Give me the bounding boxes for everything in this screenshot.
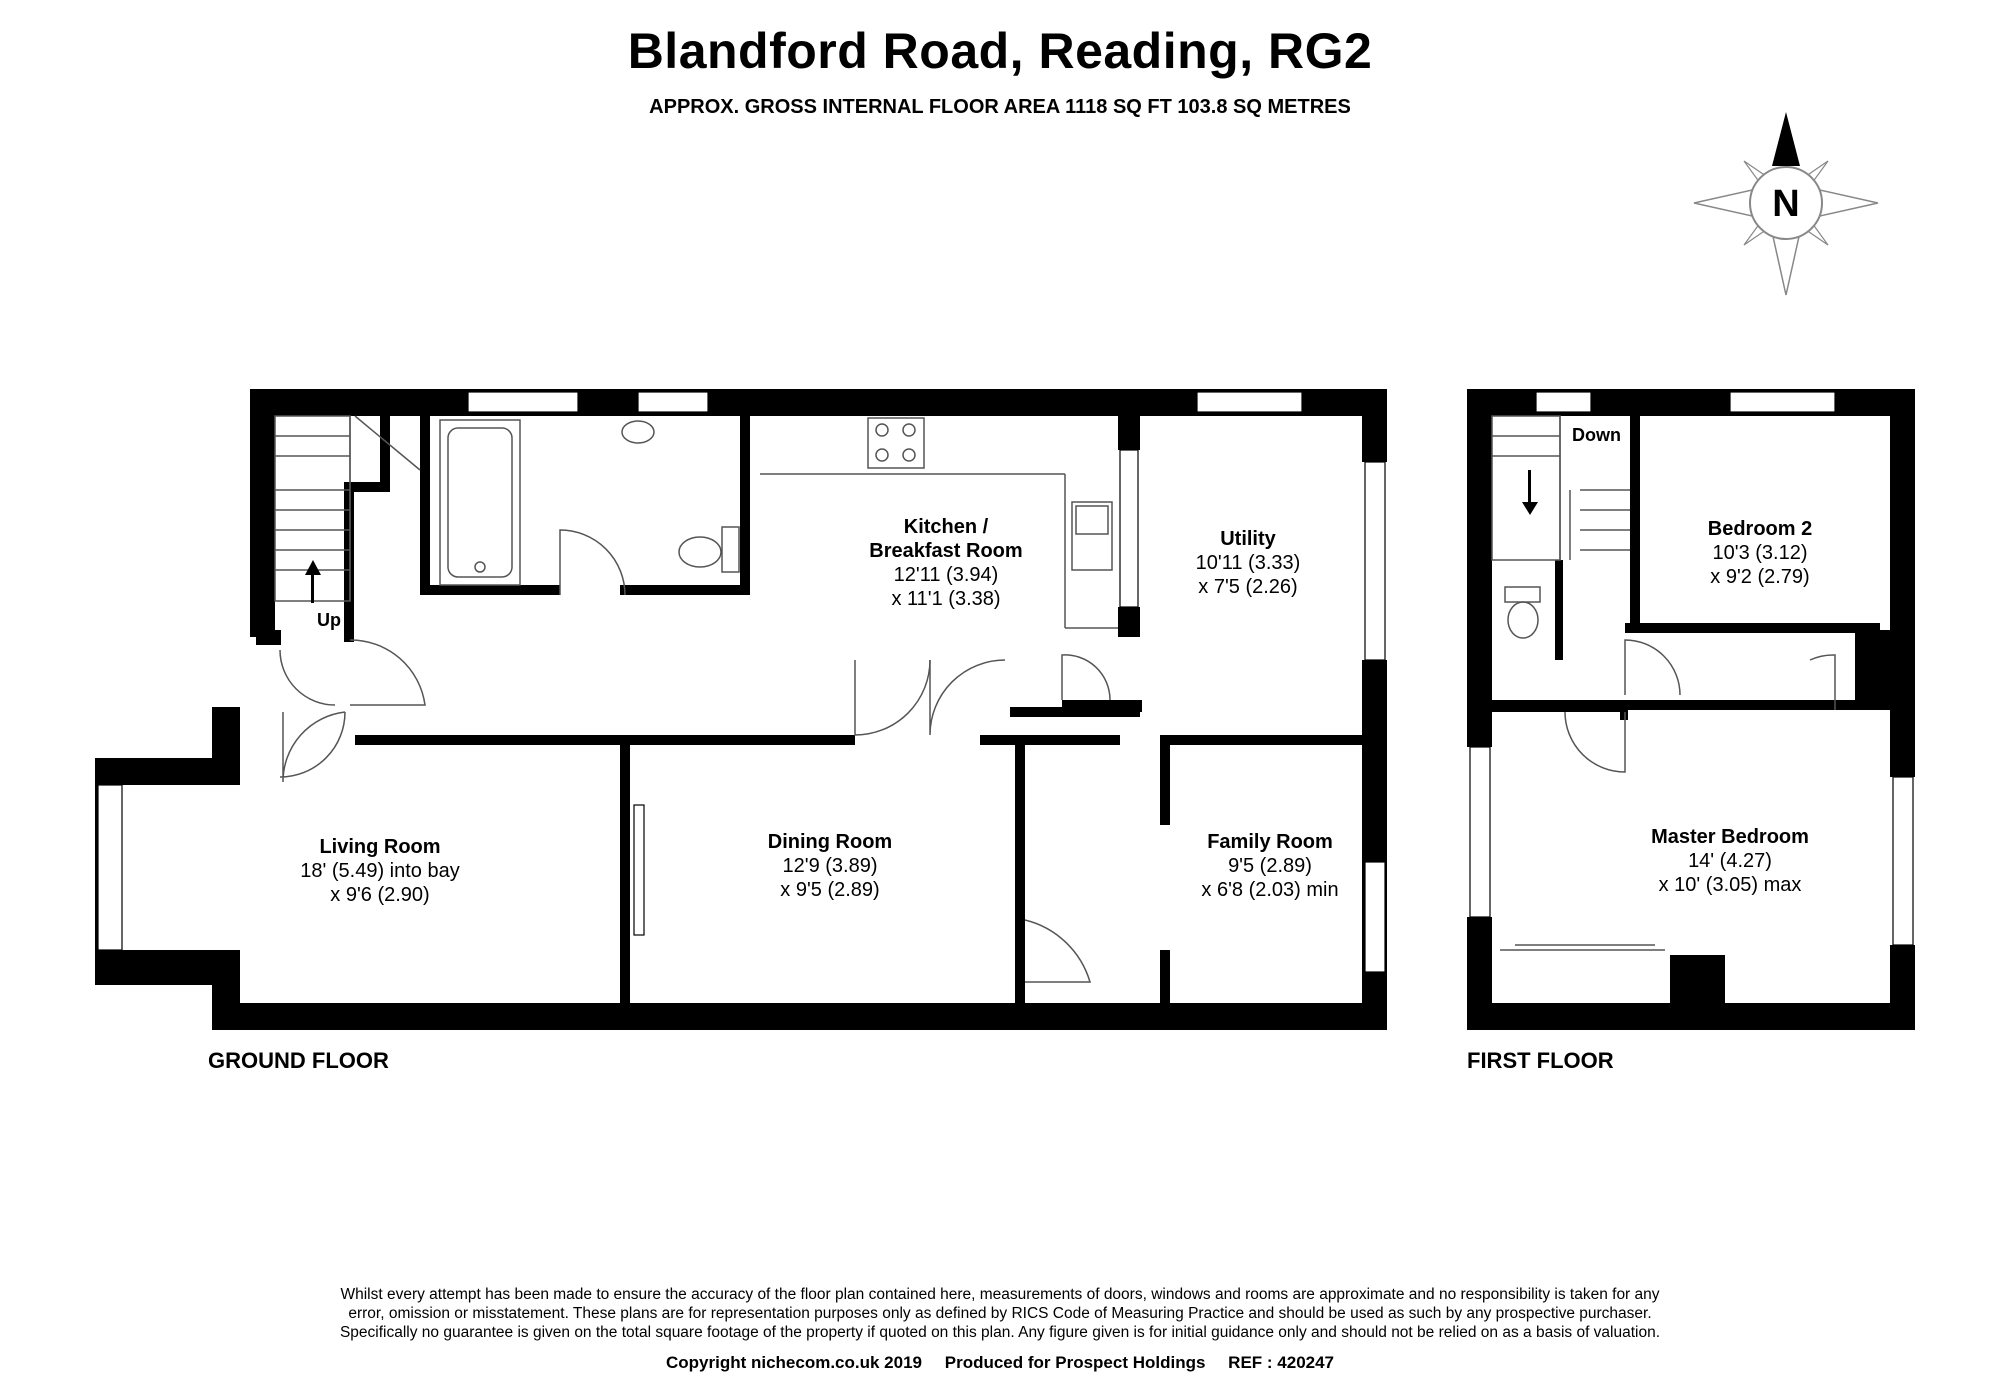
room-bedroom2-dim-1: 10'3 (3.12) [1712, 542, 1808, 564]
room-kitchen: Kitchen / Breakfast Room 12'11 (3.94) x … [846, 515, 1046, 611]
room-kitchen-name-1: Kitchen / [903, 516, 989, 538]
room-living: Living Room 18' (5.49) into bay x 9'6 (2… [260, 835, 500, 907]
room-utility: Utility 10'11 (3.33) x 7'5 (2.26) [1168, 527, 1328, 599]
disclaimer-line-3: Specifically no guarantee is given on th… [339, 1324, 1661, 1341]
room-bedroom2: Bedroom 2 10'3 (3.12) x 9'2 (2.79) [1675, 517, 1845, 589]
room-dining-name: Dining Room [767, 831, 893, 853]
room-living-name: Living Room [319, 836, 441, 858]
room-kitchen-dim-1: 12'11 (3.94) [893, 564, 999, 586]
copyright-line: Copyright nichecom.co.uk 2019 Produced f… [0, 1353, 2000, 1373]
disclaimer-line-2: error, omission or misstatement. These p… [348, 1305, 1652, 1322]
first-stairs [1491, 415, 1561, 561]
room-master-dim-2: x 10' (3.05) max [1658, 874, 1802, 896]
disclaimer-line-1: Whilst every attempt has been made to en… [340, 1286, 1660, 1303]
first-floor-label: FIRST FLOOR [1467, 1048, 1614, 1073]
room-master-bedroom: Master Bedroom 14' (4.27) x 10' (3.05) m… [1625, 825, 1835, 897]
walls [95, 389, 1915, 1030]
windows [97, 391, 1914, 973]
room-family-name: Family Room [1207, 831, 1333, 853]
room-utility-dim-2: x 7'5 (2.26) [1198, 576, 1298, 598]
first-stairs-label: Down [1572, 425, 1621, 445]
room-dining: Dining Room 12'9 (3.89) x 9'5 (2.89) [730, 830, 930, 902]
room-bedroom2-name: Bedroom 2 [1707, 518, 1813, 540]
room-living-dim-1: 18' (5.49) into bay [300, 860, 460, 882]
room-utility-name: Utility [1220, 528, 1276, 550]
produced-for-text: Produced for Prospect Holdings [944, 1353, 1206, 1372]
room-master-dim-1: 14' (4.27) [1688, 850, 1772, 872]
room-bedroom2-dim-2: x 9'2 (2.79) [1710, 566, 1810, 588]
room-dining-dim-2: x 9'5 (2.89) [780, 879, 880, 901]
fixtures [274, 415, 1836, 983]
floor-area-subtitle: APPROX. GROSS INTERNAL FLOOR AREA 1118 S… [649, 96, 1351, 118]
room-family: Family Room 9'5 (2.89) x 6'8 (2.03) min [1180, 830, 1360, 902]
ground-stairs-label: Up [317, 610, 341, 630]
room-kitchen-name-2: Breakfast Room [869, 540, 1023, 562]
room-living-dim-2: x 9'6 (2.90) [330, 884, 430, 906]
room-kitchen-dim-2: x 11'1 (3.38) [891, 588, 1001, 610]
reference-text: REF : 420247 [1228, 1353, 1335, 1372]
room-dining-dim-1: 12'9 (3.89) [782, 855, 878, 877]
ground-floor-label: GROUND FLOOR [208, 1048, 389, 1073]
page-title: Blandford Road, Reading, RG2 [627, 23, 1373, 79]
copyright-text: Copyright nichecom.co.uk 2019 [665, 1353, 922, 1372]
room-family-dim-1: 9'5 (2.89) [1228, 855, 1312, 877]
room-utility-dim-1: 10'11 (3.33) [1195, 552, 1301, 574]
disclaimer: Whilst every attempt has been made to en… [200, 1285, 1800, 1342]
arrows [305, 470, 1538, 603]
room-master-name: Master Bedroom [1651, 826, 1809, 848]
room-family-dim-2: x 6'8 (2.03) min [1201, 879, 1339, 901]
